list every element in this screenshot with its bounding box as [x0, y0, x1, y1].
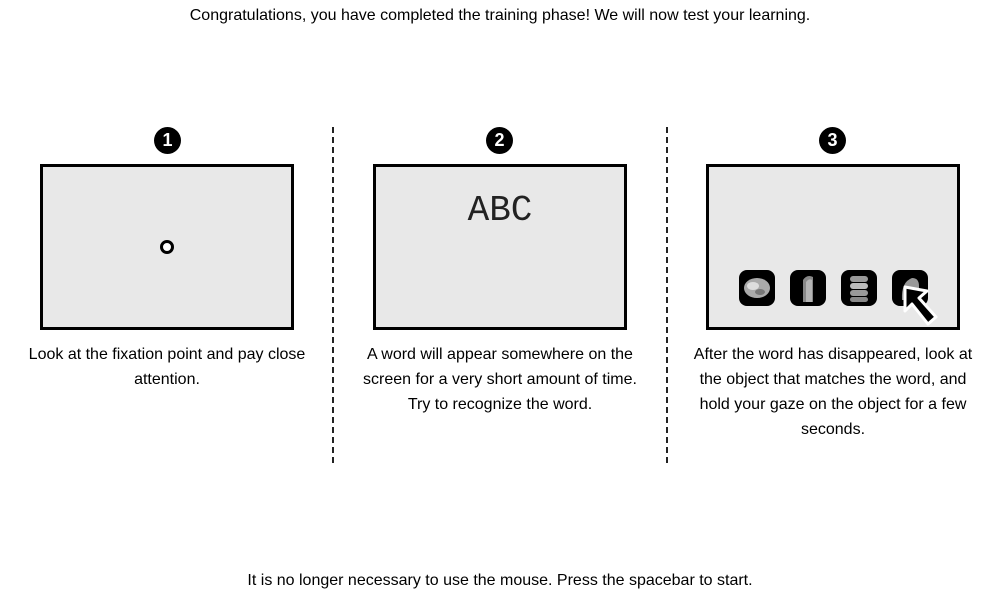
step-1-description: Look at the fixation point and pay close…: [28, 346, 306, 388]
divider-1: [332, 127, 334, 463]
block-object-icon: [790, 270, 826, 306]
disc-object-icon: [739, 270, 775, 306]
step-2-screen: ABC: [373, 164, 627, 330]
step-3-description: After the word has disappeared, look at …: [693, 346, 973, 438]
step-2-badge: 2: [486, 127, 513, 154]
start-instruction: It is no longer necessary to use the mou…: [247, 572, 753, 589]
divider-2: [666, 127, 668, 463]
fixation-point-icon: [160, 240, 174, 254]
cursor-arrow-icon: [903, 285, 938, 326]
step-1-badge: 1: [154, 127, 181, 154]
step-3-screen: [706, 164, 960, 330]
stimulus-word: ABC: [467, 190, 533, 231]
step-1-screen: [40, 164, 294, 330]
coil-object-icon: [841, 270, 877, 306]
step-2-description: A word will appear somewhere on the scre…: [363, 346, 637, 413]
intro-message: Congratulations, you have completed the …: [189, 7, 811, 24]
step-3-badge: 3: [819, 127, 846, 154]
